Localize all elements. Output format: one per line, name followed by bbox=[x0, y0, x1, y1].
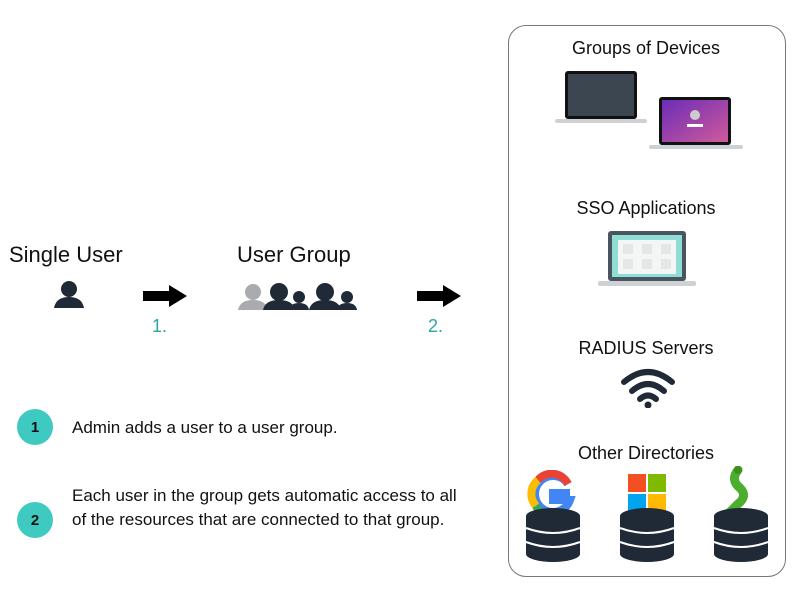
arrow-right-icon bbox=[143, 285, 187, 307]
step-2-description: Each user in the group gets automatic ac… bbox=[72, 486, 457, 529]
user-group-icon bbox=[238, 283, 357, 310]
step-badge-1: 1 bbox=[17, 409, 53, 445]
user-group-label: User Group bbox=[237, 242, 351, 267]
sso-laptop-icon bbox=[598, 231, 696, 286]
directories-title: Other Directories bbox=[577, 443, 715, 463]
laptops-icon bbox=[555, 71, 743, 149]
microsoft-directory-icon bbox=[619, 474, 675, 562]
radius-title: RADIUS Servers bbox=[578, 338, 714, 358]
single-user-icon bbox=[54, 281, 84, 308]
devices-title: Groups of Devices bbox=[571, 38, 721, 58]
step-1-description: Admin adds a user to a user group. bbox=[72, 418, 338, 437]
resources-panel bbox=[508, 25, 786, 577]
openldap-directory-icon bbox=[713, 466, 769, 562]
step-2-label: 2. bbox=[428, 316, 444, 336]
single-user-label: Single User bbox=[9, 242, 123, 267]
step-badge-2: 2 bbox=[17, 502, 53, 538]
step-1-label: 1. bbox=[152, 316, 168, 336]
wifi-icon bbox=[621, 369, 675, 408]
arrow-right-icon bbox=[417, 285, 461, 307]
sso-title: SSO Applications bbox=[576, 198, 716, 218]
google-directory-icon bbox=[525, 470, 581, 562]
